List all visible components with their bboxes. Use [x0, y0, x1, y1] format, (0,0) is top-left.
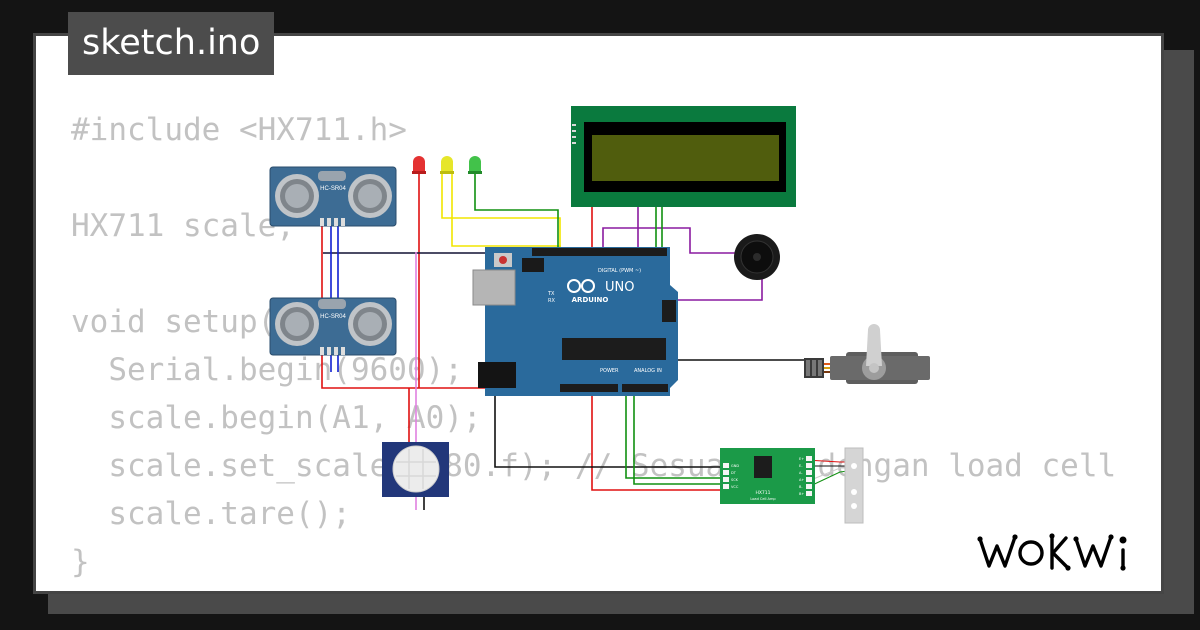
wire-led-yellow-2 — [441, 172, 561, 250]
code-line: scale.begin(A1, A0); — [71, 400, 482, 436]
wire-hx711-sck — [633, 385, 724, 485]
arduino-brand-label: ARDUINO — [572, 296, 609, 304]
hx711-pin-e-plus: E+ — [799, 457, 804, 461]
arduino-uno[interactable]: UNO ARDUINO DIGITAL (PWM ~) POWER ANALOG… — [472, 247, 678, 396]
rx-label: RX — [548, 298, 555, 304]
servo-motor[interactable] — [804, 324, 930, 384]
code-line: } — [71, 544, 90, 580]
code-line: Serial.begin(9600); — [71, 352, 463, 388]
hx711-pin-b-minus: B- — [799, 485, 803, 489]
hx711-label: HX711 — [755, 490, 770, 496]
ultrasonic-sensor-2[interactable]: HC-SR04 — [269, 297, 397, 356]
wire-buzzer-2 — [602, 227, 738, 254]
led-yellow[interactable] — [440, 156, 454, 174]
digital-label: DIGITAL (PWM ~) — [598, 268, 641, 274]
hx711-pin-b-plus: B+ — [799, 492, 804, 496]
power-jack — [478, 362, 516, 388]
wire-hx711-dt — [625, 385, 724, 479]
hx711-pin-a-minus: A- — [799, 471, 803, 475]
hx711-pin-dt: DT — [731, 471, 737, 475]
analog-label: ANALOG IN — [634, 368, 662, 374]
hx711-sublabel: Load Cell Amp — [750, 497, 776, 501]
power-label: POWER — [600, 368, 619, 374]
tx-label: TX — [547, 291, 555, 297]
digital-header — [532, 248, 667, 256]
hx711-pin-gnd: GND — [731, 464, 739, 468]
hx711-pin-a-plus: A+ — [799, 478, 804, 482]
hx711-pin-sck: SCK — [731, 478, 739, 482]
ultrasonic-1-label: HC-SR04 — [320, 186, 346, 192]
led-red[interactable] — [412, 156, 426, 174]
wokwi-logo — [977, 533, 1127, 571]
buzzer[interactable] — [734, 234, 780, 280]
usb-port — [472, 269, 516, 306]
wire-hx711-gnd — [494, 388, 724, 468]
ultrasonic-2-label: HC-SR04 — [320, 314, 346, 320]
load-cell[interactable] — [844, 447, 864, 524]
analog-header — [622, 384, 668, 392]
atmega-chip — [562, 338, 666, 360]
code-line: scale.tare(); — [71, 496, 351, 532]
arduino-model: UNO — [605, 280, 634, 295]
arduino-logo-icon — [567, 279, 595, 293]
led-green[interactable] — [468, 156, 482, 174]
wire-led-green — [474, 172, 559, 262]
hx711-pin-vcc: VCC — [731, 485, 739, 489]
code-line: #include <HX711.h> — [71, 112, 407, 148]
sketch-filename-tab: sketch.ino — [68, 12, 275, 75]
ultrasonic-sensor-1[interactable]: HC-SR04 — [269, 166, 397, 227]
pir-motion-sensor[interactable] — [382, 442, 449, 497]
hx711-module[interactable]: GND DT SCK VCC E+ E- A- A+ B- B+ HX711 L… — [720, 448, 815, 504]
lcd-display[interactable] — [571, 106, 796, 207]
hx711-pin-e-minus: E- — [799, 464, 803, 468]
power-header — [560, 384, 618, 392]
